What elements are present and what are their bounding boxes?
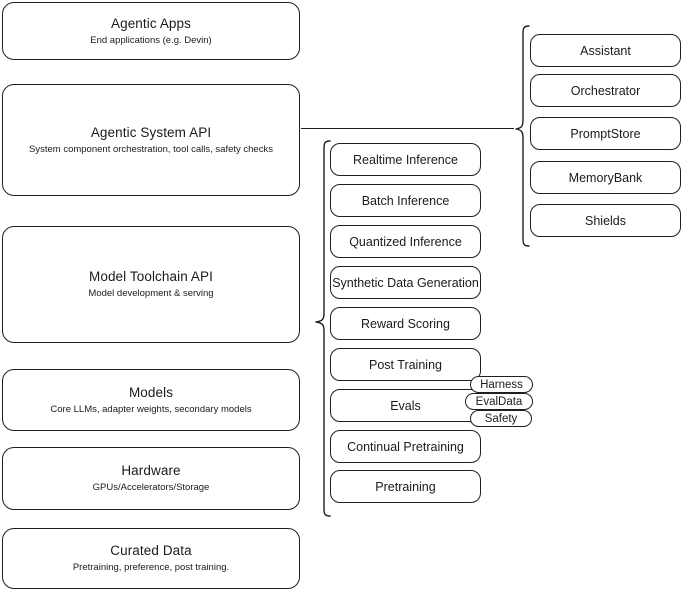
layer-title: Hardware [121,463,181,478]
eval-pill-evaldata[interactable]: EvalData [465,393,533,410]
system-component-orchestrator[interactable]: Orchestrator [530,74,681,107]
eval-pill-harness[interactable]: Harness [470,376,533,393]
toolchain-batch-inference[interactable]: Batch Inference [330,184,481,217]
layer-hardware[interactable]: Hardware GPUs/Accelerators/Storage [2,447,300,510]
layer-model-toolchain-api[interactable]: Model Toolchain API Model development & … [2,226,300,343]
eval-pill-label: Safety [484,412,518,425]
toolchain-label: Quantized Inference [349,234,462,249]
layer-models[interactable]: Models Core LLMs, adapter weights, secon… [2,369,300,431]
brace-toolchain-components [315,140,331,517]
toolchain-label: Reward Scoring [361,316,450,331]
eval-pill-label: Harness [480,378,523,391]
toolchain-label: Pretraining [375,479,436,494]
system-component-label: Shields [585,213,626,228]
system-component-promptstore[interactable]: PromptStore [530,117,681,150]
system-component-shields[interactable]: Shields [530,204,681,237]
toolchain-continual-pretraining[interactable]: Continual Pretraining [330,430,481,463]
layer-agentic-system-api[interactable]: Agentic System API System component orch… [2,84,300,196]
layer-title: Agentic System API [90,124,212,140]
layer-subtitle: Pretraining, preference, post training. [72,562,230,573]
toolchain-post-training[interactable]: Post Training [330,348,481,381]
toolchain-label: Continual Pretraining [347,439,464,454]
eval-pill-label: EvalData [475,395,523,408]
system-component-label: PromptStore [570,126,641,141]
system-component-memorybank[interactable]: MemoryBank [530,161,681,194]
toolchain-realtime-inference[interactable]: Realtime Inference [330,143,481,176]
system-component-label: MemoryBank [568,170,643,185]
toolchain-synthetic-data-generation[interactable]: Synthetic Data Generation [330,266,481,299]
system-component-assistant[interactable]: Assistant [530,34,681,67]
toolchain-label: Realtime Inference [353,152,458,167]
toolchain-pretraining[interactable]: Pretraining [330,470,481,503]
toolchain-label: Post Training [369,357,442,372]
eval-pill-safety[interactable]: Safety [470,410,532,427]
toolchain-label: Evals [390,398,421,413]
layer-subtitle: Model development & serving [88,288,214,299]
connector-system-api-to-components [301,128,514,130]
toolchain-evals[interactable]: Evals [330,389,481,422]
layer-title: Models [128,384,174,400]
layer-subtitle: GPUs/Accelerators/Storage [92,482,210,493]
layer-title: Model Toolchain API [89,269,213,284]
brace-system-components [515,25,530,247]
toolchain-label: Batch Inference [361,193,450,208]
layer-title: Curated Data [110,543,192,558]
toolchain-quantized-inference[interactable]: Quantized Inference [330,225,481,258]
toolchain-reward-scoring[interactable]: Reward Scoring [330,307,481,340]
system-component-label: Assistant [580,43,631,58]
layer-subtitle: End applications (e.g. Devin) [90,34,212,46]
layer-subtitle: System component orchestration, tool cal… [29,143,273,155]
layer-curated-data[interactable]: Curated Data Pretraining, preference, po… [2,528,300,589]
system-component-label: Orchestrator [570,83,641,98]
layer-title: Agentic Apps [110,15,191,31]
layer-agentic-apps[interactable]: Agentic Apps End applications (e.g. Devi… [2,2,300,60]
layer-subtitle: Core LLMs, adapter weights, secondary mo… [50,403,252,415]
toolchain-label: Synthetic Data Generation [332,275,479,290]
